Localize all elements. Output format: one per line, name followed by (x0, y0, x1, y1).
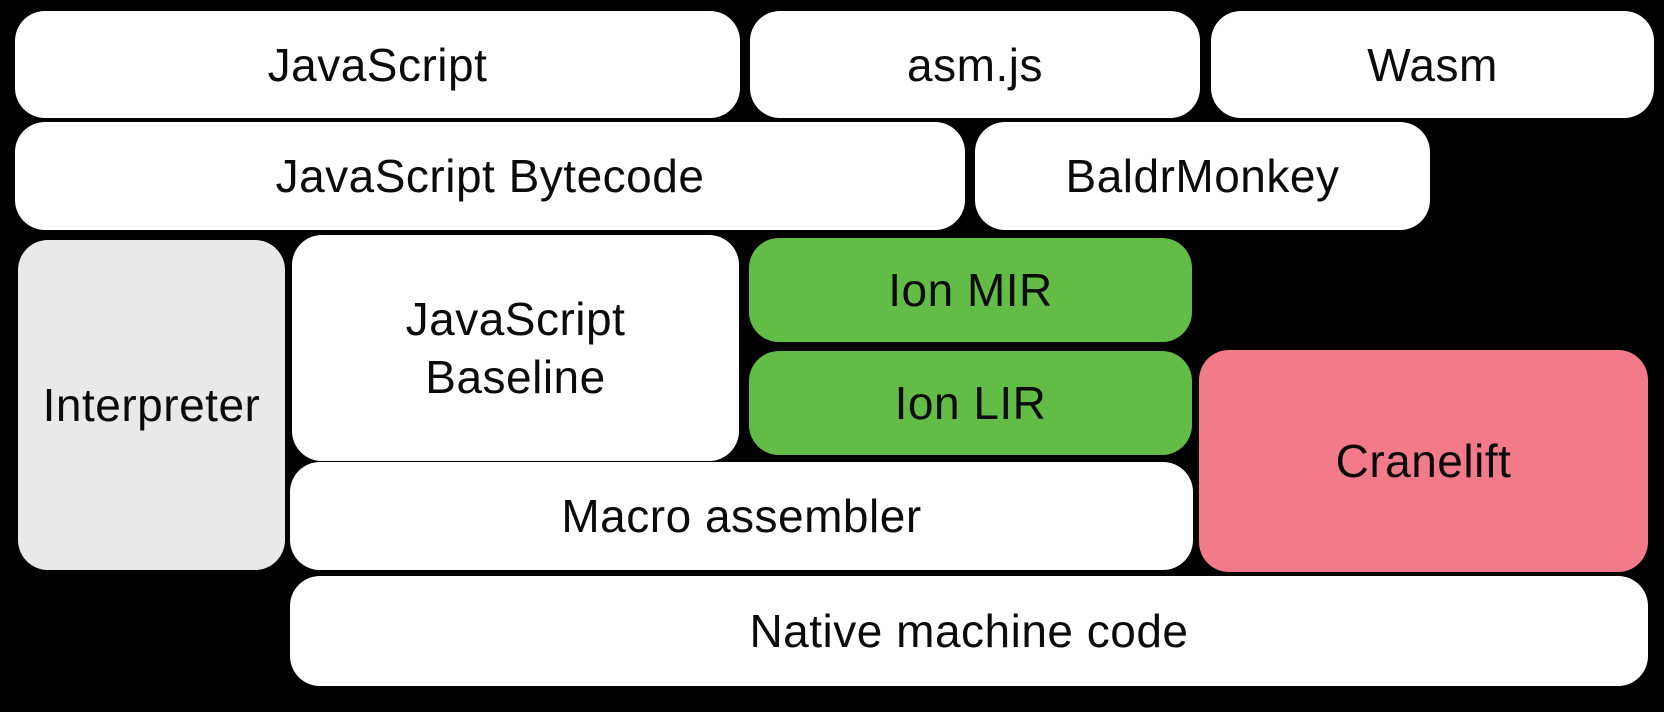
diagram-node-baldrmonkey: BaldrMonkey (975, 122, 1430, 230)
diagram-node-cranelift: Cranelift (1199, 350, 1648, 572)
native-machine-code-label: Native machine code (749, 605, 1189, 657)
baldrmonkey-label: BaldrMonkey (1065, 150, 1340, 202)
diagram-node-javascript-baseline: JavaScript Baseline (292, 235, 739, 461)
diagram-node-native-machine-code: Native machine code (290, 576, 1648, 686)
diagram-node-asmjs: asm.js (750, 11, 1200, 118)
ion-lir-label: Ion LIR (894, 377, 1047, 429)
interpreter-label: Interpreter (42, 379, 261, 431)
diagram-node-ion-mir: Ion MIR (749, 238, 1192, 342)
diagram-node-javascript-bytecode: JavaScript Bytecode (15, 122, 965, 230)
macro-assembler-label: Macro assembler (561, 490, 922, 542)
javascript-baseline-label: JavaScript Baseline (405, 293, 626, 403)
diagram-node-interpreter: Interpreter (18, 240, 285, 570)
diagram-node-macro-assembler: Macro assembler (290, 462, 1193, 570)
asmjs-label: asm.js (907, 38, 1043, 91)
diagram-node-wasm: Wasm (1211, 11, 1654, 118)
javascript-label: JavaScript (267, 38, 488, 91)
diagram-node-ion-lir: Ion LIR (749, 351, 1192, 455)
wasm-label: Wasm (1367, 38, 1498, 91)
cranelift-label: Cranelift (1335, 435, 1512, 487)
ion-mir-label: Ion MIR (888, 264, 1053, 316)
diagram-node-javascript: JavaScript (15, 11, 740, 118)
javascript-bytecode-label: JavaScript Bytecode (275, 150, 705, 202)
